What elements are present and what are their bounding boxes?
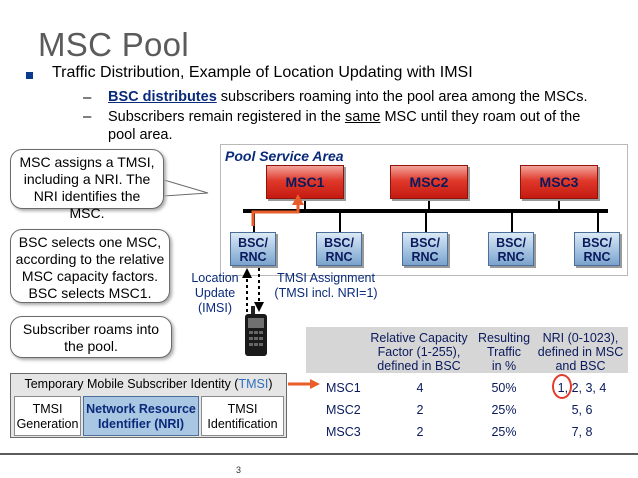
nri-field-line: Identifier (NRI) bbox=[97, 417, 185, 431]
tmsi-structure-header: Temporary Mobile Subscriber Identity (TM… bbox=[11, 374, 286, 394]
sub-bullet-2-underline: same bbox=[344, 109, 381, 125]
location-update-label-line: (IMSI) bbox=[197, 301, 233, 315]
nri-highlight-circle bbox=[552, 374, 572, 399]
bsc-rnc-node: BSC/RNC bbox=[402, 232, 448, 266]
tmsi-header-post: ) bbox=[268, 377, 273, 391]
location-update-label-line: Location bbox=[191, 271, 239, 285]
bsc-label-line2: RNC bbox=[583, 250, 611, 264]
table-header-capacity-line: defined in BSC bbox=[377, 359, 461, 373]
tmsi-identification-field-line: Identification bbox=[207, 417, 278, 431]
table-header-capacity-line: Relative Capacity bbox=[370, 331, 468, 345]
identity-to-table-arrow bbox=[288, 379, 320, 389]
sub-bullet-2: Subscribers remain registered in the sam… bbox=[108, 108, 598, 144]
tmsi-header-pre: Temporary Mobile Subscriber Identity ( bbox=[24, 377, 239, 391]
tmsi-generation-field-line: Generation bbox=[16, 417, 79, 431]
bsc-label-line1: BSC/ bbox=[496, 236, 526, 250]
bsc-label-line2: RNC bbox=[411, 250, 439, 264]
sub-bullet-2-post: MSC until they roam out of the pool area… bbox=[108, 109, 581, 143]
table-cell: 2 bbox=[416, 403, 424, 417]
tmsi-assignment-label: TMSI Assignment(TMSI incl. NRI=1) bbox=[270, 271, 382, 301]
table-header-nri-line: defined in MSC bbox=[537, 345, 624, 359]
bsc3-connector bbox=[425, 211, 427, 233]
tmsi-assignment-label-line: (TMSI incl. NRI=1) bbox=[274, 286, 378, 300]
slide-title: MSC Pool bbox=[38, 26, 189, 63]
msc3-connector bbox=[558, 199, 560, 211]
bsc-label-line2: RNC bbox=[497, 250, 525, 264]
tmsi-identification-field-line: TMSI bbox=[227, 402, 258, 416]
callout-msc-assigns: MSC assigns a TMSI, including a NRI. The… bbox=[10, 149, 164, 221]
selection-arrow bbox=[251, 194, 304, 226]
table-cell: MSC1 bbox=[326, 381, 361, 395]
table-header-nri-line: and BSC bbox=[555, 359, 606, 373]
bsc-label-line1: BSC/ bbox=[324, 236, 354, 250]
bsc4-connector bbox=[511, 211, 513, 233]
table-cell: MSC2 bbox=[326, 403, 361, 417]
sub-bullet-1-rest: subscribers roaming into the pool area a… bbox=[216, 89, 588, 105]
table-header-traffic-line: in % bbox=[491, 359, 517, 373]
table-cell: 7, 8 bbox=[571, 425, 593, 439]
table-cell: 25% bbox=[491, 403, 517, 417]
bsc-label-line1: BSC/ bbox=[410, 236, 440, 250]
location-update-arrow bbox=[242, 268, 252, 312]
table-header-traffic-line: Resulting bbox=[477, 331, 531, 345]
msc2-node: MSC2 bbox=[390, 165, 468, 199]
bsc2-connector bbox=[339, 211, 341, 233]
table-cell: 2 bbox=[416, 425, 424, 439]
bsc-rnc-node: BSC/RNC bbox=[488, 232, 534, 266]
footer-divider bbox=[0, 453, 638, 455]
table-header-band bbox=[306, 327, 628, 373]
bsc5-connector bbox=[597, 211, 599, 233]
bsc-label-line1: BSC/ bbox=[238, 236, 268, 250]
msc1-node: MSC1 bbox=[266, 165, 344, 199]
tmsi-assignment-arrow bbox=[254, 268, 264, 312]
callout-pointer bbox=[163, 179, 209, 197]
sub-bullet-1-bold: BSC distributes bbox=[108, 89, 217, 105]
msc3-node: MSC3 bbox=[520, 165, 598, 199]
tmsi-generation-field-line: TMSI bbox=[32, 402, 63, 416]
tmsi-assignment-label-line: TMSI Assignment bbox=[277, 271, 375, 285]
tmsi-header-highlight: TMSI bbox=[238, 377, 269, 391]
table-cell: MSC3 bbox=[326, 425, 361, 439]
dash-marker: – bbox=[83, 108, 92, 125]
callout-subscriber-roams: Subscriber roams into the pool. bbox=[10, 316, 172, 358]
bsc-rnc-node: BSC/RNC bbox=[574, 232, 620, 266]
bsc-label-line2: RNC bbox=[239, 250, 267, 264]
table-cell: 50% bbox=[491, 381, 517, 395]
nri-field-line: Network Resource bbox=[86, 402, 196, 416]
bsc-label-line2: RNC bbox=[325, 250, 353, 264]
table-cell: 5, 6 bbox=[571, 403, 593, 417]
bullet-marker bbox=[26, 72, 33, 79]
table-cell: 25% bbox=[491, 425, 517, 439]
callout-bsc-selects: BSC selects one MSC, according to the re… bbox=[10, 229, 170, 303]
table-cell: 4 bbox=[416, 381, 424, 395]
dash-marker: – bbox=[83, 89, 92, 106]
bsc-rnc-node: BSC/RNC bbox=[316, 232, 362, 266]
msc2-connector bbox=[428, 199, 430, 211]
table-header-capacity-line: Factor (1-255), bbox=[377, 345, 461, 359]
bullet-text: Traffic Distribution, Example of Locatio… bbox=[52, 64, 473, 81]
table-header-traffic-line: Traffic bbox=[486, 345, 522, 359]
page-number: 3 bbox=[236, 465, 242, 475]
mobile-phone-icon bbox=[245, 306, 267, 356]
sub-bullet-2-pre: Subscribers remain registered in the bbox=[108, 109, 345, 125]
pool-area-label: Pool Service Area bbox=[225, 148, 344, 164]
sub-bullet-1: BSC distributes subscribers roaming into… bbox=[108, 89, 588, 105]
bsc-label-line1: BSC/ bbox=[582, 236, 612, 250]
bsc-rnc-node: BSC/RNC bbox=[230, 232, 276, 266]
table-header-nri-line: NRI (0-1023), bbox=[542, 331, 619, 345]
location-update-label-line: Update bbox=[194, 286, 236, 300]
msc1-connector bbox=[304, 199, 306, 211]
